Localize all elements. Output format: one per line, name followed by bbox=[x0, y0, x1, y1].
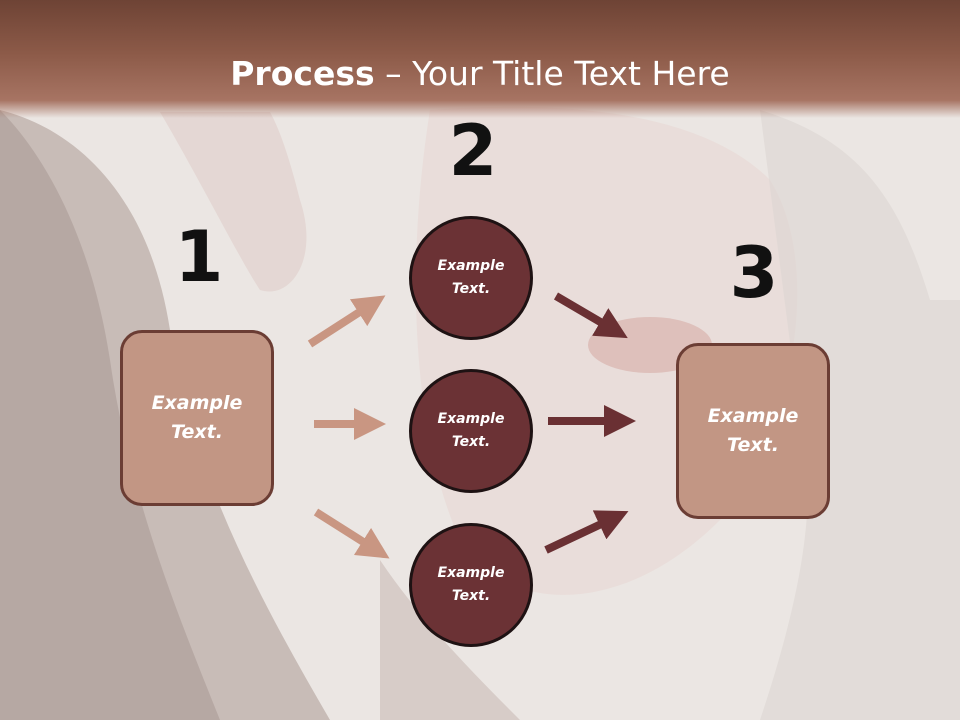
step-number-2: 2 bbox=[448, 110, 498, 192]
step-2-text-top: Example Text. bbox=[437, 258, 505, 297]
step-2-text-middle: Example Text. bbox=[437, 411, 505, 450]
step-3-text: Example Text. bbox=[707, 405, 799, 456]
step-2-text-bottom: Example Text. bbox=[437, 565, 505, 604]
title-rest: – Your Title Text Here bbox=[374, 54, 730, 93]
title-bold: Process bbox=[230, 54, 375, 93]
step-number-3: 3 bbox=[729, 232, 779, 314]
step-1-box: Example Text. bbox=[120, 330, 274, 506]
title-banner bbox=[0, 0, 960, 118]
step-number-1: 1 bbox=[174, 216, 224, 298]
page-title: Process – Your Title Text Here bbox=[0, 50, 960, 98]
step-3-box: Example Text. bbox=[676, 343, 830, 519]
step-2-circle-middle: Example Text. bbox=[409, 369, 533, 493]
step-2-circle-top: Example Text. bbox=[409, 216, 533, 340]
step-2-circle-bottom: Example Text. bbox=[409, 523, 533, 647]
step-1-text: Example Text. bbox=[151, 392, 243, 443]
